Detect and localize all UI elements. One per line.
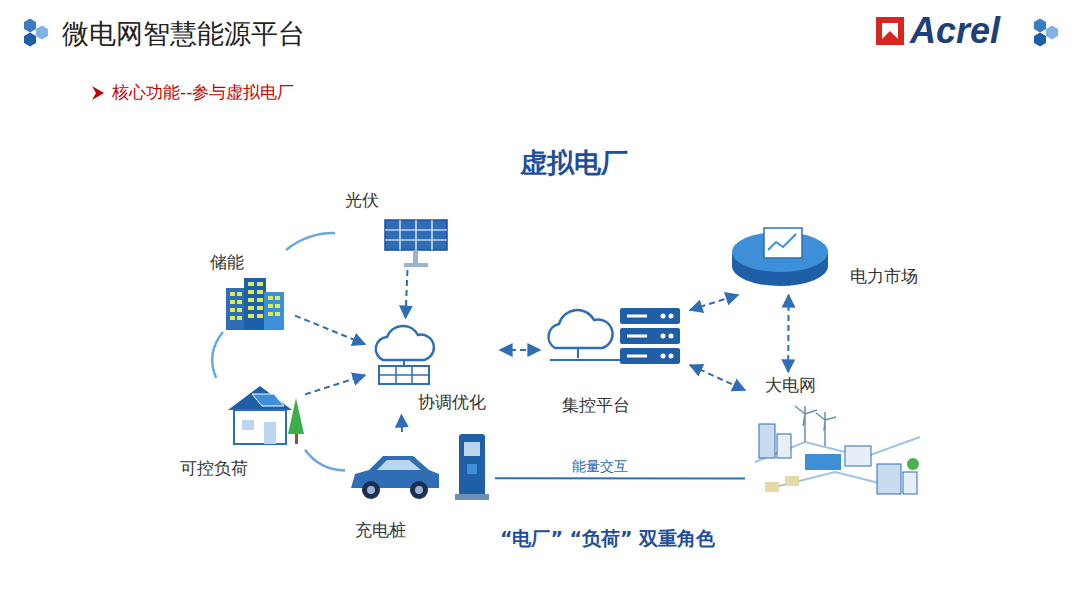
storage-icon (220, 274, 290, 332)
house-icon (222, 378, 307, 448)
dashed-arrow (500, 349, 540, 351)
grid-node: 大电网 (745, 372, 925, 502)
dashed-arrow (690, 365, 745, 390)
node-label: 大电网 (765, 375, 816, 395)
car-icon (347, 442, 443, 502)
hexagon-logo (24, 19, 48, 47)
arc-connector (212, 332, 223, 378)
market-icon (728, 222, 833, 292)
dashed-arrow (690, 295, 738, 310)
storage-node: 储能 (205, 250, 295, 332)
control-platform-node: 集控平台 (540, 295, 690, 420)
solar-icon (380, 218, 452, 270)
charging-pile-node: 充电桩 (345, 432, 495, 545)
hexagon-logo (1034, 19, 1058, 47)
node-label: 充电桩 (355, 520, 406, 540)
energy-line (495, 477, 745, 479)
solar-node: 光伏 (335, 188, 450, 270)
logo-text: Acrel (910, 10, 1000, 52)
power-market-node: 电力市场 (728, 222, 930, 295)
dashed-arrow (400, 415, 403, 432)
bullet-arrow (92, 86, 104, 100)
grid-icon (745, 402, 925, 500)
node-label: 协调优化 (418, 392, 486, 412)
node-label: 电力市场 (850, 266, 918, 286)
edge-label: 能量交互 (569, 458, 631, 475)
center-icon (545, 300, 685, 368)
subtitle: 核心功能--参与虚拟电厂 (112, 81, 294, 104)
coordination-node: 协调优化 (365, 318, 500, 415)
dashed-arrow (787, 295, 789, 372)
arc-connector (286, 233, 335, 250)
dashed-arrow (406, 270, 408, 318)
controllable-load-node: 可控负荷 (178, 378, 305, 480)
cloud-icon (367, 320, 442, 388)
arc-connector (305, 450, 345, 471)
dashed-arrow (305, 375, 365, 394)
node-label: 储能 (210, 252, 244, 272)
node-label: 光伏 (345, 190, 379, 210)
slide-title: 微电网智慧能源平台 (62, 16, 305, 52)
node-label: 集控平台 (562, 395, 630, 415)
charger-icon (455, 432, 491, 502)
dashed-arrow (295, 316, 365, 345)
diagram-heading: 虚拟电厂 (520, 145, 628, 181)
acrel-logo-mark (876, 17, 904, 45)
role-caption: “电厂” “负荷” 双重角色 (500, 526, 715, 552)
node-label: 可控负荷 (180, 458, 248, 478)
